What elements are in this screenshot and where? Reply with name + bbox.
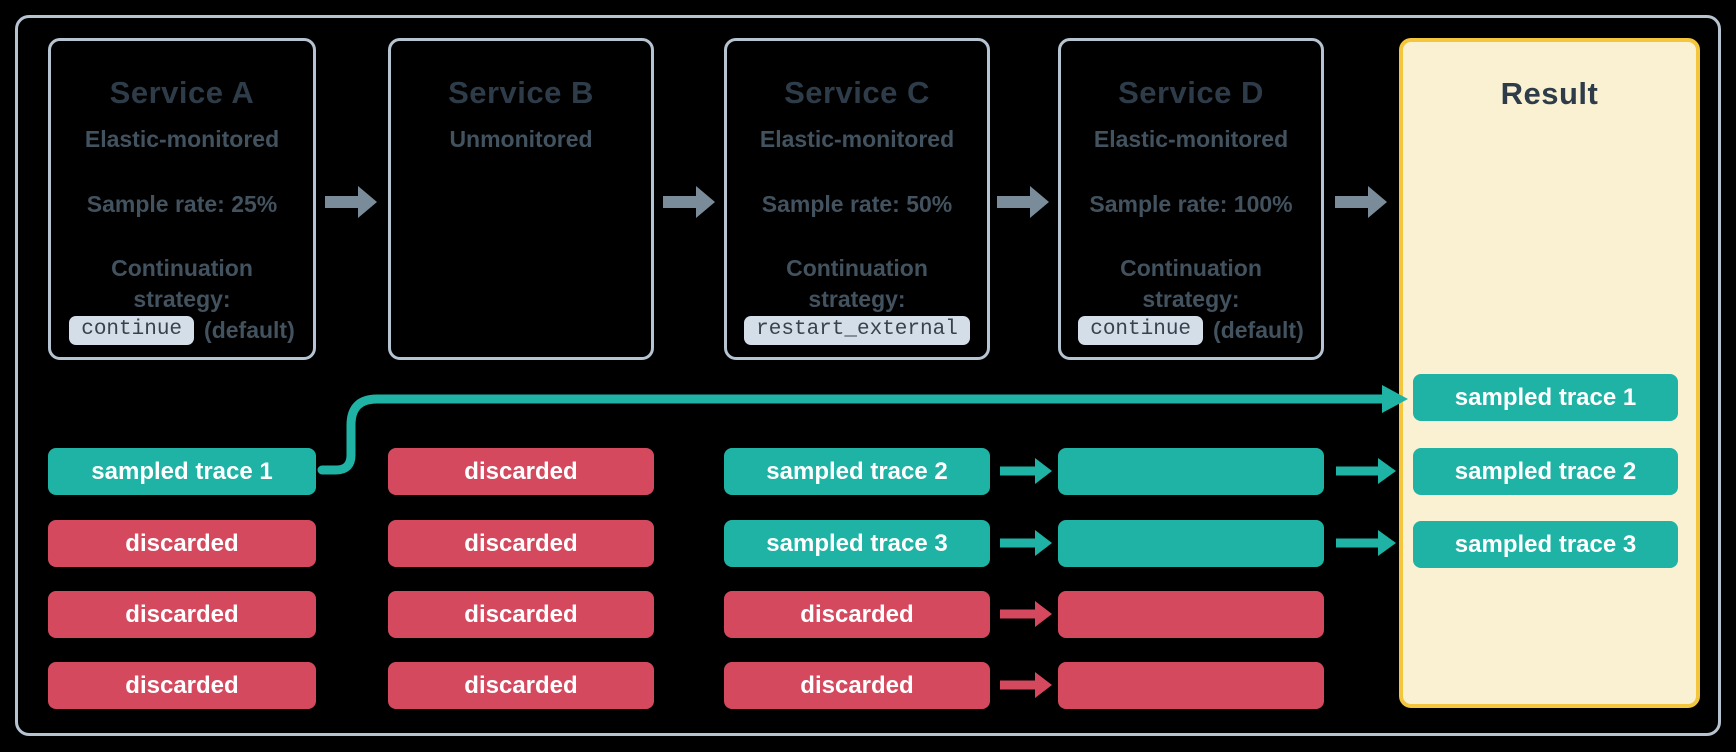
service-d-sample-rate: Sample rate: 100% bbox=[1089, 191, 1293, 217]
outer-frame bbox=[15, 15, 1721, 736]
trace-pill-c-2: sampled trace 3 bbox=[724, 520, 990, 567]
service-d-strategy-code-chip: continue bbox=[1078, 315, 1204, 345]
trace-pill-c-1: sampled trace 2 bbox=[724, 448, 990, 495]
service-c-title: Service C bbox=[784, 75, 930, 110]
result-pill-3: sampled trace 3 bbox=[1413, 521, 1678, 568]
flow-arrow-a-b bbox=[325, 186, 377, 218]
flow-arrow-c-d bbox=[997, 186, 1049, 218]
service-b-subtitle: Unmonitored bbox=[449, 126, 593, 152]
service-c-strategy-row: restart_external bbox=[727, 312, 987, 348]
flow-arrow-d-result bbox=[1335, 186, 1387, 218]
service-c-strategy-label: Continuation strategy: bbox=[786, 255, 928, 312]
service-c-strategy-code-chip: restart_external bbox=[744, 315, 970, 345]
trace-pill-b-2: discarded bbox=[388, 520, 654, 567]
trace-arrow-c-d-row-3 bbox=[1000, 601, 1052, 627]
trace-pill-c-4: discarded bbox=[724, 662, 990, 709]
trace-pill-b-4: discarded bbox=[388, 662, 654, 709]
service-box-c: Service C Elastic-monitored Sample rate:… bbox=[724, 38, 990, 360]
service-d-strategy-row: continue (default) bbox=[1061, 312, 1321, 348]
curve-arrow-sampled-trace-1 bbox=[317, 385, 1408, 475]
service-d-strategy-label: Continuation strategy: bbox=[1120, 255, 1262, 312]
result-pill-1: sampled trace 1 bbox=[1413, 374, 1678, 421]
trace-pill-a-3: discarded bbox=[48, 591, 316, 638]
service-a-strategy-suffix: (default) bbox=[204, 316, 295, 343]
result-title: Result bbox=[1500, 76, 1599, 111]
service-box-b: Service B Unmonitored bbox=[388, 38, 654, 360]
trace-arrow-d-result-2 bbox=[1336, 458, 1396, 484]
trace-pill-d-4 bbox=[1058, 662, 1324, 709]
service-a-sample-rate: Sample rate: 25% bbox=[86, 191, 278, 217]
service-a-subtitle: Elastic-monitored bbox=[84, 126, 280, 152]
service-d-title: Service D bbox=[1118, 75, 1264, 110]
service-c-subtitle: Elastic-monitored bbox=[759, 126, 955, 152]
service-d-subtitle: Elastic-monitored bbox=[1093, 126, 1289, 152]
trace-pill-a-1: sampled trace 1 bbox=[48, 448, 316, 495]
trace-pill-b-1: discarded bbox=[388, 448, 654, 495]
trace-pill-a-4: discarded bbox=[48, 662, 316, 709]
service-box-a: Service A Elastic-monitored Sample rate:… bbox=[48, 38, 316, 360]
service-a-title: Service A bbox=[109, 75, 255, 110]
service-d-strategy-suffix: (default) bbox=[1213, 316, 1304, 343]
service-b-title: Service B bbox=[448, 75, 594, 110]
trace-pill-c-3: discarded bbox=[724, 591, 990, 638]
service-a-strategy-code-chip: continue bbox=[69, 315, 195, 345]
service-c-sample-rate: Sample rate: 50% bbox=[761, 191, 953, 217]
trace-pill-b-3: discarded bbox=[388, 591, 654, 638]
service-box-d: Service D Elastic-monitored Sample rate:… bbox=[1058, 38, 1324, 360]
trace-arrow-d-result-3 bbox=[1336, 530, 1396, 556]
trace-pill-d-2 bbox=[1058, 520, 1324, 567]
trace-arrow-c-d-row-4 bbox=[1000, 672, 1052, 698]
trace-pill-d-3 bbox=[1058, 591, 1324, 638]
trace-arrow-c-d-row-1 bbox=[1000, 458, 1052, 484]
trace-arrow-c-d-row-2 bbox=[1000, 530, 1052, 556]
trace-pill-a-2: discarded bbox=[48, 520, 316, 567]
result-box: Result bbox=[1399, 38, 1700, 708]
service-a-strategy-label: Continuation strategy: bbox=[111, 255, 253, 312]
flow-arrow-b-c bbox=[663, 186, 715, 218]
trace-pill-d-1 bbox=[1058, 448, 1324, 495]
result-pill-2: sampled trace 2 bbox=[1413, 448, 1678, 495]
service-a-strategy-row: continue (default) bbox=[51, 312, 313, 348]
